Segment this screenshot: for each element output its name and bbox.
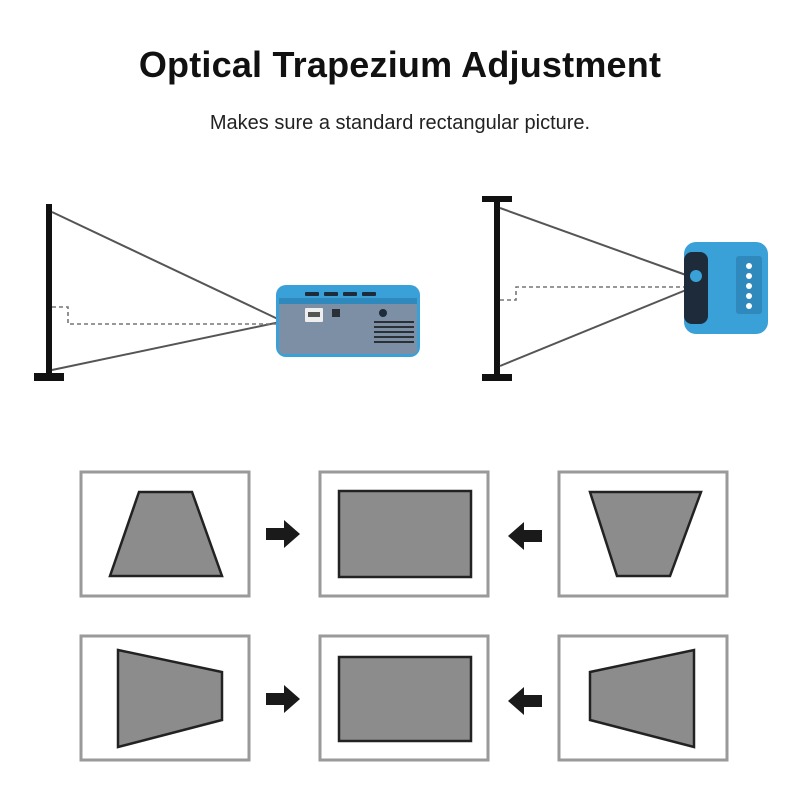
screen-stand-right-base: [482, 374, 512, 381]
screen-stand-right: [494, 198, 500, 378]
side-view-scene: [34, 204, 420, 381]
page-title: Optical Trapezium Adjustment: [138, 44, 662, 85]
panel-before-right: [557, 470, 729, 598]
projection-axis: [500, 286, 686, 301]
projection-beam: [51, 211, 281, 321]
projection-beam: [51, 321, 281, 371]
projection-axis: [52, 306, 280, 325]
projection-beam: [499, 289, 687, 367]
trapezoid-wide-bottom: [108, 490, 224, 578]
screen-stand-left-base: [34, 373, 64, 381]
page-subtitle: Makes sure a standard rectangular pictur…: [209, 112, 591, 134]
arrow-left-icon: [508, 687, 542, 715]
panel-before-left: [79, 634, 251, 762]
arrow-right-icon: [266, 685, 300, 713]
trapezoid-tall-right: [588, 648, 696, 749]
panel-before-left: [79, 470, 251, 598]
screen-stand-right-top: [482, 196, 512, 202]
projection-beam: [499, 207, 687, 276]
projector-front-icon: [684, 242, 768, 334]
projector-side-icon: [276, 285, 420, 357]
arrow-right-icon: [266, 520, 300, 548]
panel-corrected: [318, 470, 490, 598]
arrow-left-icon: [508, 522, 542, 550]
keystone-row: [79, 634, 729, 762]
keystone-row: [79, 470, 729, 598]
front-view-scene: [482, 196, 768, 381]
panel-before-right: [557, 634, 729, 762]
trapezoid-tall-left: [116, 648, 224, 749]
panel-corrected: [318, 634, 490, 762]
trapezoid-wide-top: [588, 490, 703, 578]
screen-stand-left: [46, 204, 52, 378]
